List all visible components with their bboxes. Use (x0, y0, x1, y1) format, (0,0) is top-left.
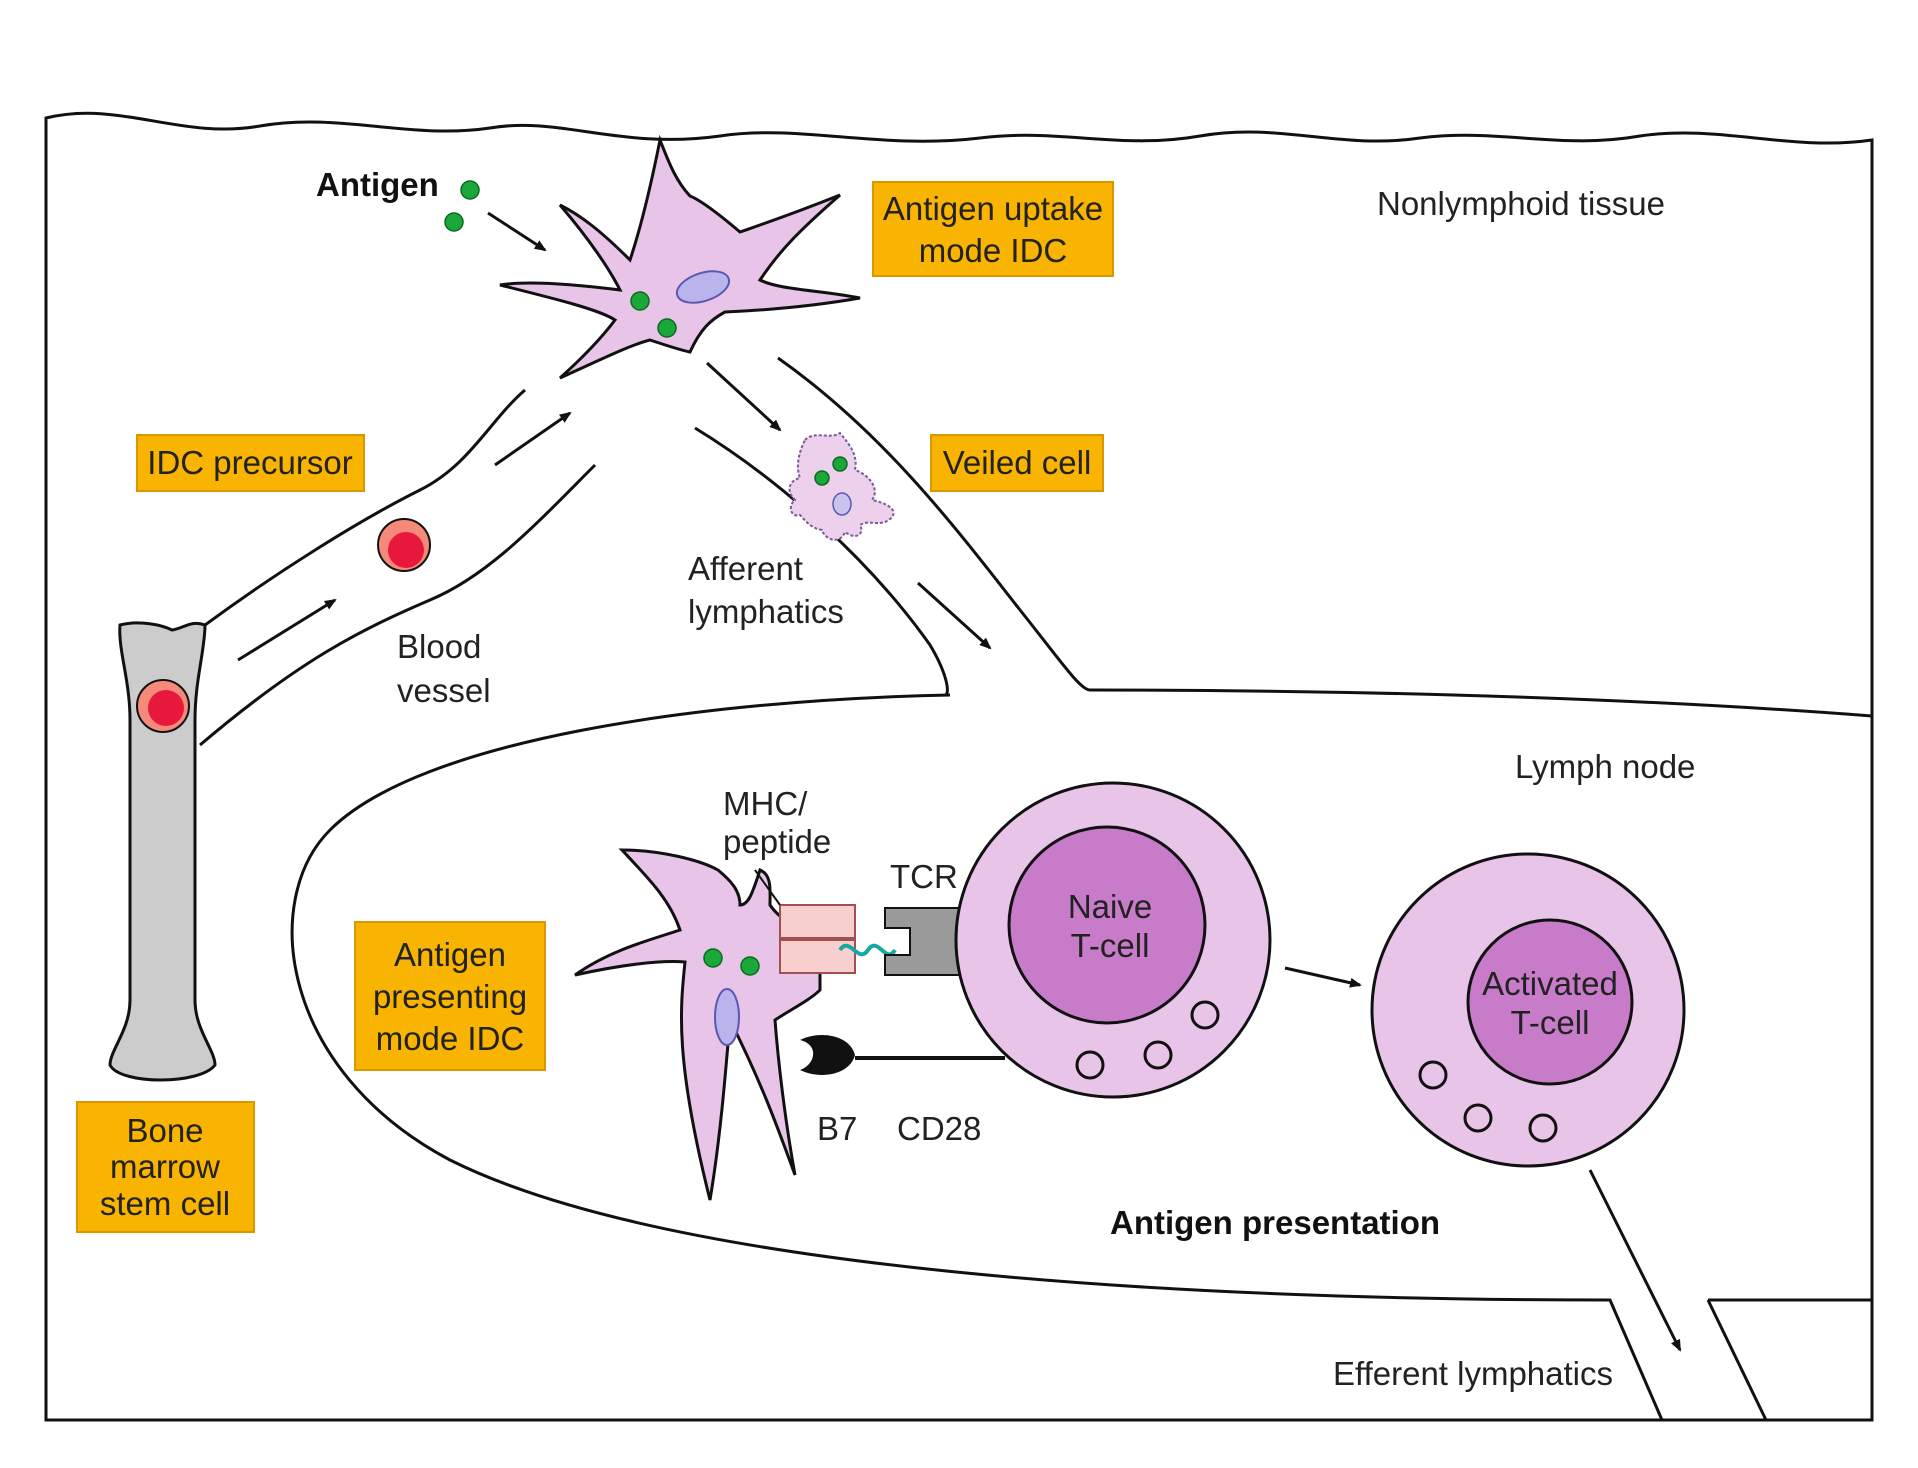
internal-antigen (630, 291, 650, 311)
presenting-box-line1: Antigen (394, 936, 506, 973)
presenting-box-line3: mode IDC (376, 1020, 525, 1057)
free-antigen (460, 180, 480, 200)
arrow-lymph-2 (916, 581, 992, 650)
uptake-idc-nucleus (675, 270, 731, 304)
naive-line1: Naive (1068, 888, 1152, 925)
antigen-uptake-box (872, 181, 1114, 277)
naive-granule (1075, 1050, 1105, 1080)
presenting-idc-nucleus (714, 988, 740, 1046)
arrow-blood-1 (237, 598, 337, 662)
arrow-efferent (1588, 1169, 1682, 1352)
veiled-cell-label: Veiled cell (943, 444, 1092, 481)
afferent-line1: Afferent (688, 550, 803, 587)
arrow-blood-2 (494, 411, 572, 467)
antigen-presenting-idc (574, 848, 822, 1201)
activated-line2: T-cell (1511, 1004, 1590, 1041)
b7-molecule (800, 1035, 855, 1075)
presented-antigen (740, 956, 760, 976)
activated-t-cell-nucleus (1466, 918, 1634, 1086)
mhc-line2: peptide (723, 823, 831, 860)
lymph-node-label: Lymph node (1515, 748, 1695, 785)
uptake-box-line2: mode IDC (919, 232, 1068, 269)
idc-precursor-label: IDC precursor (147, 444, 352, 481)
naive-granule (1190, 1000, 1220, 1030)
activated-granule (1418, 1060, 1448, 1090)
presented-antigen (703, 948, 723, 968)
stem-cell-inner (148, 690, 184, 726)
arrow-antigen (487, 211, 547, 252)
blood-vessel-wall-upper (204, 388, 526, 627)
peptide (838, 943, 897, 957)
internal-antigen (657, 318, 677, 338)
blood-vessel-line1: Blood (397, 628, 481, 665)
activated-granule (1463, 1103, 1493, 1133)
tcr-label: TCR (890, 858, 958, 895)
tcr (884, 907, 961, 976)
lymph-node-top-boundary (1089, 688, 1873, 718)
antigen-presenting-box (354, 921, 546, 1071)
idc-precursor-box (136, 434, 365, 492)
activated-line1: Activated (1482, 965, 1618, 1002)
naive-granule (1143, 1040, 1173, 1070)
veiled-cell-box (930, 434, 1104, 492)
afferent-line2: lymphatics (688, 593, 844, 630)
lymph-node-boundary (290, 693, 1872, 1421)
veiled-cell (788, 431, 895, 541)
bone-marrow-box (76, 1101, 255, 1233)
bone-marrow-line1: Bone (126, 1112, 203, 1149)
presenting-box-line2: presenting (373, 978, 527, 1015)
nonlymphoid-label: Nonlymphoid tissue (1377, 185, 1665, 222)
b7-label: B7 (817, 1110, 857, 1147)
antigen-presentation-label: Antigen presentation (1110, 1204, 1440, 1241)
veiled-antigen (832, 456, 848, 472)
mhc-line1: MHC/ (723, 785, 808, 822)
tissue-frame (44, 111, 1874, 1422)
afferent-lymphatic-wall-right (777, 356, 1091, 692)
veiled-cell-nucleus (832, 492, 852, 516)
mhc-pointer (754, 869, 781, 906)
blood-vessel-wall-lower (199, 463, 597, 747)
bone-marrow-line3: stem cell (100, 1185, 230, 1222)
cd28-label: CD28 (897, 1110, 981, 1147)
uptake-box-line1: Antigen uptake (883, 190, 1103, 227)
antigen-uptake-idc (499, 134, 861, 380)
idc-precursor-cell-inner (388, 532, 424, 568)
mhc-molecule-top (779, 904, 856, 939)
free-antigen (444, 212, 464, 232)
arrow-activation (1284, 966, 1362, 988)
naive-t-cell-nucleus (1007, 825, 1207, 1025)
afferent-lymphatic-wall-left (694, 426, 949, 696)
bone-marrow-line2: marrow (110, 1148, 220, 1185)
arrow-lymph-1 (705, 361, 782, 432)
blood-vessel-line2: vessel (397, 672, 491, 709)
bone-marrow (108, 621, 217, 1082)
veiled-antigen (814, 470, 830, 486)
efferent-label: Efferent lymphatics (1333, 1355, 1613, 1392)
activated-granule (1528, 1113, 1558, 1143)
naive-line2: T-cell (1071, 927, 1150, 964)
antigen-label: Antigen (316, 166, 439, 203)
